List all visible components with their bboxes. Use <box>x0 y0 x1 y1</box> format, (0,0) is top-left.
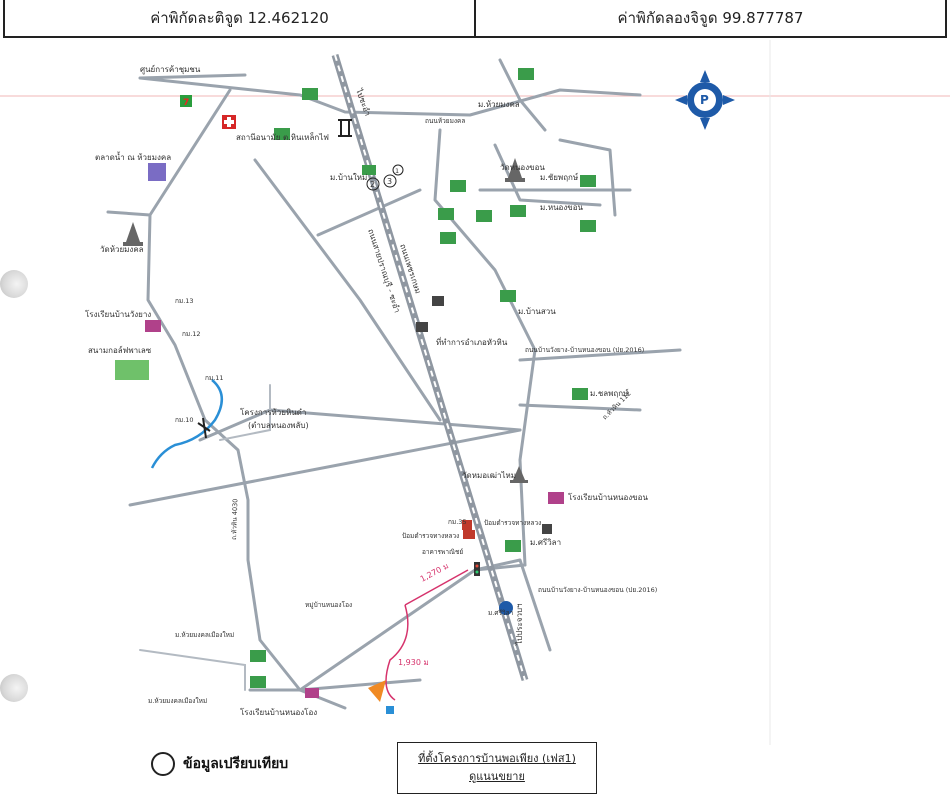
market-icon <box>148 163 166 181</box>
label-moo-banmai: ม.บ้านใหม่ <box>330 173 367 182</box>
label-moo-bottom3: หมู่บ้านหนองโอง <box>305 601 352 609</box>
distance-route <box>404 569 469 606</box>
label-market: ตลาดน้ำ ณ ห้วยมงคล <box>95 151 171 162</box>
label-moo-nongkhon: ม.หนองขอน <box>540 203 584 212</box>
police-icon <box>462 520 472 530</box>
park-icon <box>115 360 149 380</box>
temple-icon <box>505 158 525 182</box>
marker-label: 1 <box>395 167 399 175</box>
marker-label: 2 <box>370 180 375 189</box>
temple-icon <box>123 222 143 246</box>
label-moo-bottom2: ม.ห้วยมงคลเมืองใหม่ <box>148 697 207 705</box>
school-icon <box>305 688 319 698</box>
label-police2: ป้อมตำรวจทางหลวง <box>484 519 541 527</box>
label-moo-chaiyaphruek: ม.ชัยพฤกษ์ <box>540 172 578 182</box>
police-icon <box>463 530 475 539</box>
coordinate-bar: ค่าพิกัดละติจูด 12.462120 ค่าพิกัดลองจิจ… <box>3 0 947 38</box>
label-police: ป้อมตำรวจทางหลวง <box>402 532 459 540</box>
seven-eleven-label: 7 <box>183 98 189 108</box>
label-temple-mid: วัดหมอเฒ่าไหม <box>462 471 516 480</box>
temple-icon <box>510 466 528 483</box>
label-hospital: สถานีอนามัย ต.หินเหล็กไฟ <box>236 132 329 142</box>
label-km11: กม.11 <box>205 374 224 382</box>
overpass-icon <box>197 417 211 439</box>
svg-text:P: P <box>700 93 709 107</box>
longitude-label: ค่าพิกัดลองจิจูด 99.877787 <box>474 0 945 36</box>
overpass-icon <box>338 119 352 137</box>
label-golf: สนามกอล์ฟพาเลซ <box>88 345 152 355</box>
label-moo-bottom1: ม.ห้วยมงคลเมืองใหม่ <box>175 631 234 639</box>
label-km13: กม.13 <box>175 297 194 305</box>
legend-label: ข้อมูลเปรียบเทียบ <box>183 756 289 772</box>
label-dam: โครงการห้วยหินดำ <box>240 407 306 417</box>
label-community-mall: ศูนย์การค้าชุมชน <box>140 64 201 75</box>
legend-circle-icon <box>151 752 175 776</box>
road-network <box>106 58 682 710</box>
label-km35: กม.35 <box>448 518 467 526</box>
label-moo-orchid: ม.ศรีวิลา <box>530 538 561 547</box>
label-road-main: ถนนสายปราณบุรี - ชะอำ <box>366 228 402 314</box>
punch-hole <box>0 270 28 298</box>
project-location-box[interactable]: ที่ตั้งโครงการบ้านพอเพียง (เฟส1) ดูแนนขย… <box>397 742 597 794</box>
label-school-bottom: โรงเรียนบ้านหนองโอง <box>240 707 317 717</box>
label-gov-office: ที่ทำการอำเภอหัวหิน <box>436 336 508 347</box>
label-road-cross: ถนนห้วยมงคล <box>425 117 465 125</box>
distance-label: 1,930 ม <box>398 658 429 667</box>
seven-eleven-icon: 7 <box>180 95 192 108</box>
distance-label: 1,270 ม <box>419 561 450 583</box>
label-moo-coast: ม.ชลพฤกษ์ <box>590 388 629 398</box>
map-labels: ศูนย์การค้าชุมชน สถานีอนามัย ต.หินเหล็กไ… <box>85 64 657 717</box>
project-subtitle: ดูแนนขยาย <box>469 770 525 783</box>
school-icon <box>145 320 161 332</box>
label-moo-ban-suan: ม.บ้านสวน <box>518 307 556 316</box>
label-moo-huay-mongkol: ม.ห้วยมงคล <box>478 100 520 109</box>
river <box>150 379 223 469</box>
label-road-right2: ถนนบ้านวังยาง-บ้านหนองขอน (ปย.2016) <box>538 586 657 594</box>
label-km10: กม.10 <box>175 416 194 424</box>
label-school-right: โรงเรียนบ้านหนองขอน <box>568 492 648 502</box>
hospital-icon <box>222 115 236 129</box>
numbered-markers: 2 3 1 <box>366 164 404 191</box>
marker-label: 3 <box>387 177 392 186</box>
school-icon <box>548 492 564 504</box>
highway <box>331 53 529 682</box>
map-canvas[interactable]: P 7 <box>0 38 950 748</box>
government-icon <box>432 296 444 306</box>
label-bank: อาคารพาณิชย์ <box>422 548 463 556</box>
legend: ข้อมูลเปรียบเทียบ <box>151 752 288 776</box>
latitude-label: ค่าพิกัดละติจูด 12.462120 <box>150 9 329 27</box>
label-road-vert: ถ.หัวหิน 4030 <box>230 499 239 541</box>
project-title: ที่ตั้งโครงการบ้านพอเพียง (เฟส1) <box>418 752 576 765</box>
village-icons <box>250 68 596 688</box>
label-temple-left: วัดห้วยมงคล <box>100 245 144 254</box>
traffic-light-icon <box>474 562 480 576</box>
punch-hole <box>0 674 28 702</box>
label-school-left: โรงเรียนบ้านวังยาง <box>85 309 151 319</box>
gas-station-icon <box>499 601 513 615</box>
government-icon <box>416 322 428 332</box>
label-temple-top: วัดหนองขอน <box>500 163 545 172</box>
label-km12: กม.12 <box>182 330 201 338</box>
distance-route <box>385 604 409 701</box>
label-dam-sub: (ตำบลหนองพลับ) <box>248 421 309 430</box>
label-road-right: ถนนบ้านวังยาง-บ้านหนองขอน (ปย.2016) <box>525 346 644 354</box>
building-icon <box>542 524 552 534</box>
label-dir-prachuap: ไปประจวบฯ <box>515 603 524 646</box>
compass-icon: P <box>675 70 735 130</box>
label-moo-sriwila: ม.ศรีวิลา <box>488 609 514 617</box>
project-marker-icon <box>368 680 394 714</box>
